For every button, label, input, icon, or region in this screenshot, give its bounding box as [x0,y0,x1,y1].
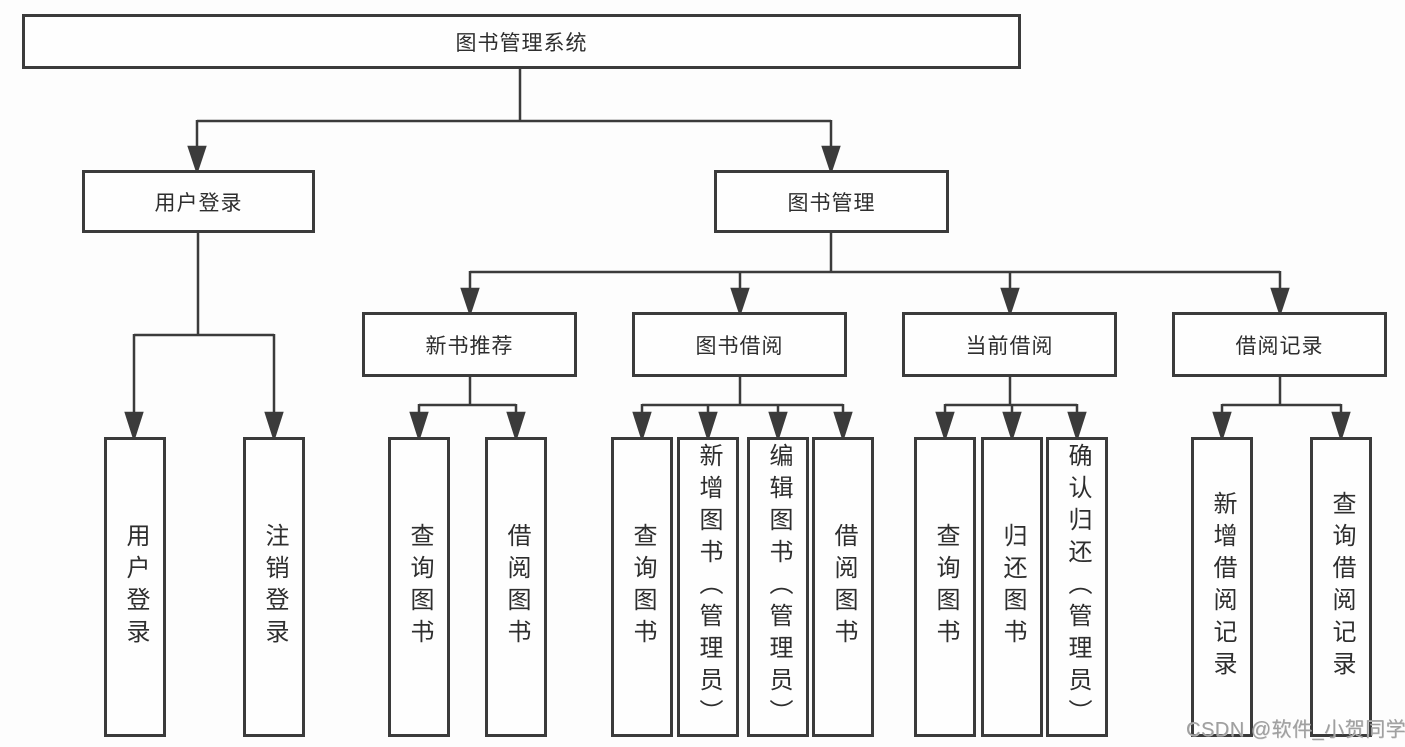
node-leaf-query-borrow-record: 查询借阅记录 [1310,437,1372,737]
leaf-label: 确认归还（管理员） [1064,443,1091,731]
node-leaf-add-book-admin: 新增图书（管理员） [677,437,739,737]
book-borrowing-connectors [632,377,853,443]
leaf-label: 查询图书 [406,523,433,651]
node-leaf-query-books-current: 查询图书 [914,437,976,737]
leaf-label: 查询图书 [629,523,656,651]
leaf-label: 归还图书 [999,523,1026,651]
node-leaf-query-books-recommend: 查询图书 [388,437,450,737]
leaf-label: 借阅图书 [830,523,857,651]
node-current-borrowing-label: 当前借阅 [965,334,1054,358]
node-leaf-return-book: 归还图书 [981,437,1043,737]
node-user-login: 用户登录 [82,170,315,233]
leaf-label: 查询借阅记录 [1328,491,1355,683]
node-current-borrowing: 当前借阅 [902,312,1117,377]
leaf-label: 查询图书 [932,523,959,651]
node-leaf-borrow-book-recommend: 借阅图书 [485,437,547,737]
node-new-book-recommend: 新书推荐 [362,312,577,377]
leaf-label: 编辑图书（管理员） [765,443,792,731]
node-book-management: 图书管理 [714,170,949,233]
current-borrowing-connectors [935,377,1087,443]
node-leaf-borrow-book: 借阅图书 [812,437,874,737]
node-new-book-recommend-label: 新书推荐 [425,334,514,358]
node-leaf-logout-action: 注销登录 [243,437,305,737]
new-book-recommend-connectors [409,377,526,443]
watermark: CSDN @软件_小贺同学 [1186,719,1405,741]
leaf-label: 借阅图书 [503,523,530,651]
node-leaf-edit-book-admin: 编辑图书（管理员） [747,437,809,737]
leaf-label: 新增图书（管理员） [695,443,722,731]
node-leaf-add-borrow-record: 新增借阅记录 [1191,437,1253,737]
node-leaf-query-books-borrowing: 查询图书 [611,437,673,737]
user-login-connectors [124,233,284,443]
node-book-borrowing: 图书借阅 [632,312,847,377]
book-management-connectors [460,233,1290,317]
node-root-label: 图书管理系统 [455,31,588,55]
leaf-label: 注销登录 [261,523,288,651]
node-book-management-label: 图书管理 [787,191,876,215]
node-book-borrowing-label: 图书借阅 [695,334,784,358]
node-root: 图书管理系统 [22,14,1021,69]
borrowing-records-connectors [1212,377,1351,443]
node-leaf-confirm-return-admin: 确认归还（管理员） [1046,437,1108,737]
root-connectors [187,68,841,175]
node-borrowing-records: 借阅记录 [1172,312,1387,377]
node-borrowing-records-label: 借阅记录 [1235,334,1324,358]
node-leaf-user-login-action: 用户登录 [104,437,166,737]
node-user-login-label: 用户登录 [154,191,243,215]
leaf-label: 新增借阅记录 [1209,491,1236,683]
leaf-label: 用户登录 [122,523,149,651]
